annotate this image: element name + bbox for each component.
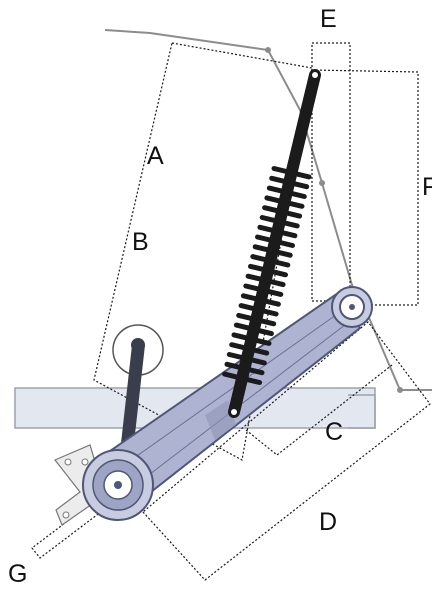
- spring-coil: [259, 215, 300, 229]
- spring-coil: [271, 166, 312, 180]
- spring-coil: [226, 352, 267, 366]
- label-c: C: [325, 418, 343, 446]
- region-outline-c: [245, 364, 393, 456]
- spring-coil: [245, 273, 286, 288]
- label-b: B: [132, 228, 149, 256]
- spring-coil: [222, 371, 263, 385]
- lower-hub: [82, 449, 154, 521]
- spring-coil: [264, 195, 305, 209]
- spring-coil: [266, 185, 307, 199]
- spring-coil: [231, 332, 272, 346]
- spring-coil: [240, 293, 281, 307]
- spring-coil: [269, 175, 310, 190]
- label-d: D: [319, 508, 337, 536]
- region-outline-ab: [93, 42, 313, 461]
- region-outline-f: [311, 69, 419, 306]
- frame-outline: [104, 29, 432, 393]
- spring-coil: [252, 244, 293, 258]
- spring-coil: [238, 303, 279, 317]
- spring-coil: [229, 342, 270, 356]
- spring-coil: [262, 205, 303, 219]
- label-f: F: [422, 173, 432, 201]
- upper-pivot: [331, 286, 373, 328]
- shock-absorber: [222, 69, 321, 418]
- spring-coil: [257, 224, 298, 239]
- label-e: E: [320, 5, 337, 33]
- spring-coil: [224, 361, 265, 376]
- label-g: G: [8, 560, 27, 587]
- region-outline-d: [142, 321, 431, 581]
- spring-coil: [243, 283, 284, 297]
- spring-coil: [255, 234, 295, 248]
- spring-coil: [236, 312, 277, 327]
- drive-rod: [118, 338, 145, 470]
- spring-coil: [248, 263, 288, 278]
- spring-coil: [250, 254, 291, 268]
- label-a: A: [147, 142, 164, 170]
- swing-arm: [98, 291, 362, 512]
- spring-coil: [233, 322, 274, 337]
